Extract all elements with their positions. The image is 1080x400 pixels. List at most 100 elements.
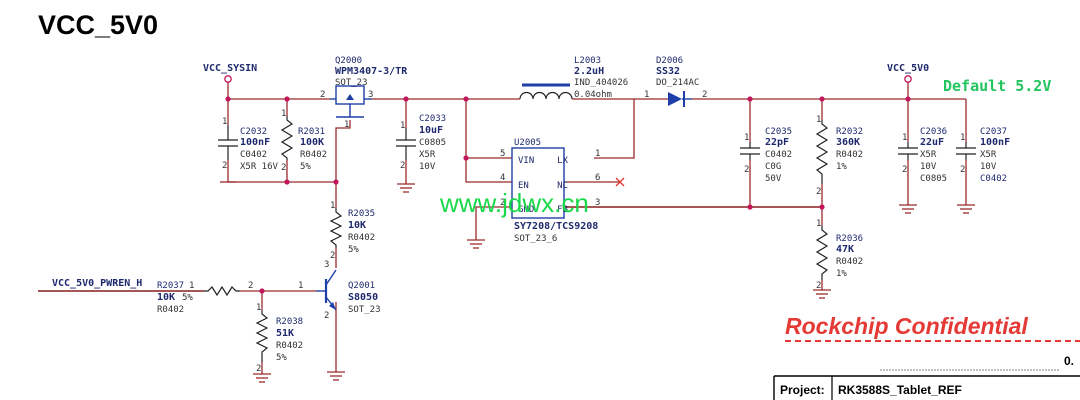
c2037-dielectric: X5R [980,150,997,160]
u2005-pin-nc: NC [557,181,568,191]
c2036-voltage: 10V [920,162,937,172]
c2037-pin1: 1 [960,133,965,143]
q2001-package: SOT_23 [348,305,381,315]
r2031-tolerance: 5% [300,162,311,172]
q2000-ref: Q2000 [335,56,362,66]
ground-icon [467,239,485,249]
c2033-dielectric: X5R [419,150,436,160]
ground-icon [813,289,831,299]
c2035-voltage: 50V [765,174,782,184]
r2037-pin1: 1 [189,281,194,291]
d2006-package: DO_214AC [656,78,699,88]
c2037-voltage: 10V [980,162,997,172]
ground-icon [397,182,415,193]
project-value: RK3588S_Tablet_REF [838,383,962,397]
r2035-package: R0402 [348,233,375,243]
c2036-pin1: 1 [902,133,907,143]
l2003-value: 2.2uH [574,66,604,77]
r2038-value: 51K [276,328,294,339]
r2038-tolerance: 5% [276,353,287,363]
u2005-ic: U2005 VIN EN GND LX NC FB 5 4 2 1 6 3 SY… [500,138,625,244]
sheet-title: VCC_5V0 [38,10,158,40]
c2032-spec: X5R 16V [240,162,279,172]
r2032-package: R0402 [836,150,863,160]
r2037-resistor: R2037 1 2 10K 5% R0402 [157,281,253,315]
c2035-ref: C2035 [765,127,792,137]
c2033-capacitor: 1 2 C2033 10uF C0805 X5R 10V [396,114,446,172]
u2005-pin-gnd: GND [518,205,534,215]
c2033-ref: C2033 [419,114,446,124]
c2035-pin2: 2 [744,165,749,175]
l2003-ref: L2003 [574,56,601,66]
net-label-vcc-5v0: VCC_5V0 [887,63,929,74]
r2036-tolerance: 1% [836,269,847,279]
r2038-resistor: 1 2 R2038 51K R0402 5% [255,303,303,374]
ground-icon [957,204,975,214]
u2005-pinnum-vin: 5 [500,149,505,159]
r2035-tolerance: 5% [348,245,359,255]
c2035-value: 22pF [765,137,789,148]
c2037-capacitor: 1 2 C2037 100nF X5R 10V C0402 [956,127,1010,184]
c2037-package: C0402 [980,174,1007,184]
u2005-part: SY7208/TCS9208 [514,221,598,232]
c2037-pin2: 2 [960,165,965,175]
r2035-resistor: 1 2 R2035 10K R0402 5% [329,201,375,261]
c2033-voltage: 10V [419,162,436,172]
r2038-ref: R2038 [276,317,303,327]
r2035-ref: R2035 [348,209,375,219]
title-block: Project: RK3588S_Tablet_REF 0. [773,354,1080,400]
watermark-text: www.jdwx.cn [439,188,589,218]
c2036-value: 22uF [920,137,944,148]
c2033-value: 10uF [419,125,443,136]
ground-icon [899,204,917,214]
c2033-pin1: 1 [400,121,405,131]
corner-text: 0. [1064,354,1074,368]
r2032-pin1: 1 [816,115,821,125]
c2032-package: C0402 [240,150,267,160]
u2005-pin-fb: FB [557,205,568,215]
r2031-value: 100K [300,137,324,148]
c2036-package: C0805 [920,174,947,184]
junction-dots [225,96,911,294]
u2005-pinnum-gnd: 2 [500,198,505,208]
r2031-ref: R2031 [298,127,325,137]
net-port-vcc-sysin: VCC_SYSIN [203,63,257,83]
no-connect-mark [615,177,625,187]
confidential-stamp: Rockchip Confidential [785,313,1080,342]
q2000-package: SOT_23 [335,78,368,88]
l2003-inductor: L2003 2.2uH IND_404026 0.04ohm [519,56,628,100]
r2032-pin2: 2 [816,187,821,197]
net-label-vcc-sysin: VCC_SYSIN [203,63,257,74]
u2005-pinnum-nc: 6 [595,173,600,183]
r2031-resistor: 1 2 R2031 100K R0402 5% [280,109,327,173]
d2006-pin2: 2 [702,90,707,100]
c2033-pin2: 2 [400,161,405,171]
project-label: Project: [780,383,825,397]
c2032-pin2: 2 [222,161,227,171]
r2032-tolerance: 1% [836,162,847,172]
r2035-value: 10K [348,220,366,231]
c2035-dielectric: C0G [765,162,781,172]
default-voltage-note: Default 5.2V [943,77,1051,95]
u2005-ref: U2005 [514,138,541,148]
c2037-ref: C2037 [980,127,1007,137]
c2032-value: 100nF [240,137,270,148]
ground-symbols [220,181,975,383]
c2036-dielectric: X5R [920,150,937,160]
r2036-pin1: 1 [816,219,821,229]
r2036-value: 47K [836,244,854,255]
r2032-value: 360K [836,137,860,148]
r2037-pin2: 2 [248,281,253,291]
c2035-capacitor: 1 2 C2035 22pF C0402 C0G 50V [740,127,792,184]
c2037-value: 100nF [980,137,1010,148]
net-port-vcc-5v0: VCC_5V0 [887,63,929,83]
r2036-resistor: 1 2 R2036 47K R0402 1% [815,219,863,291]
c2035-pin1: 1 [744,133,749,143]
confidential-text: Rockchip Confidential [785,313,1028,339]
c2032-pin1: 1 [222,117,227,127]
d2006-diode: D2006 SS32 DO_214AC 1 2 [644,56,707,107]
r2035-pin1: 1 [330,201,335,211]
r2032-resistor: 1 2 R2032 360K R0402 1% [815,115,863,197]
l2003-package: IND_404026 [574,78,628,88]
